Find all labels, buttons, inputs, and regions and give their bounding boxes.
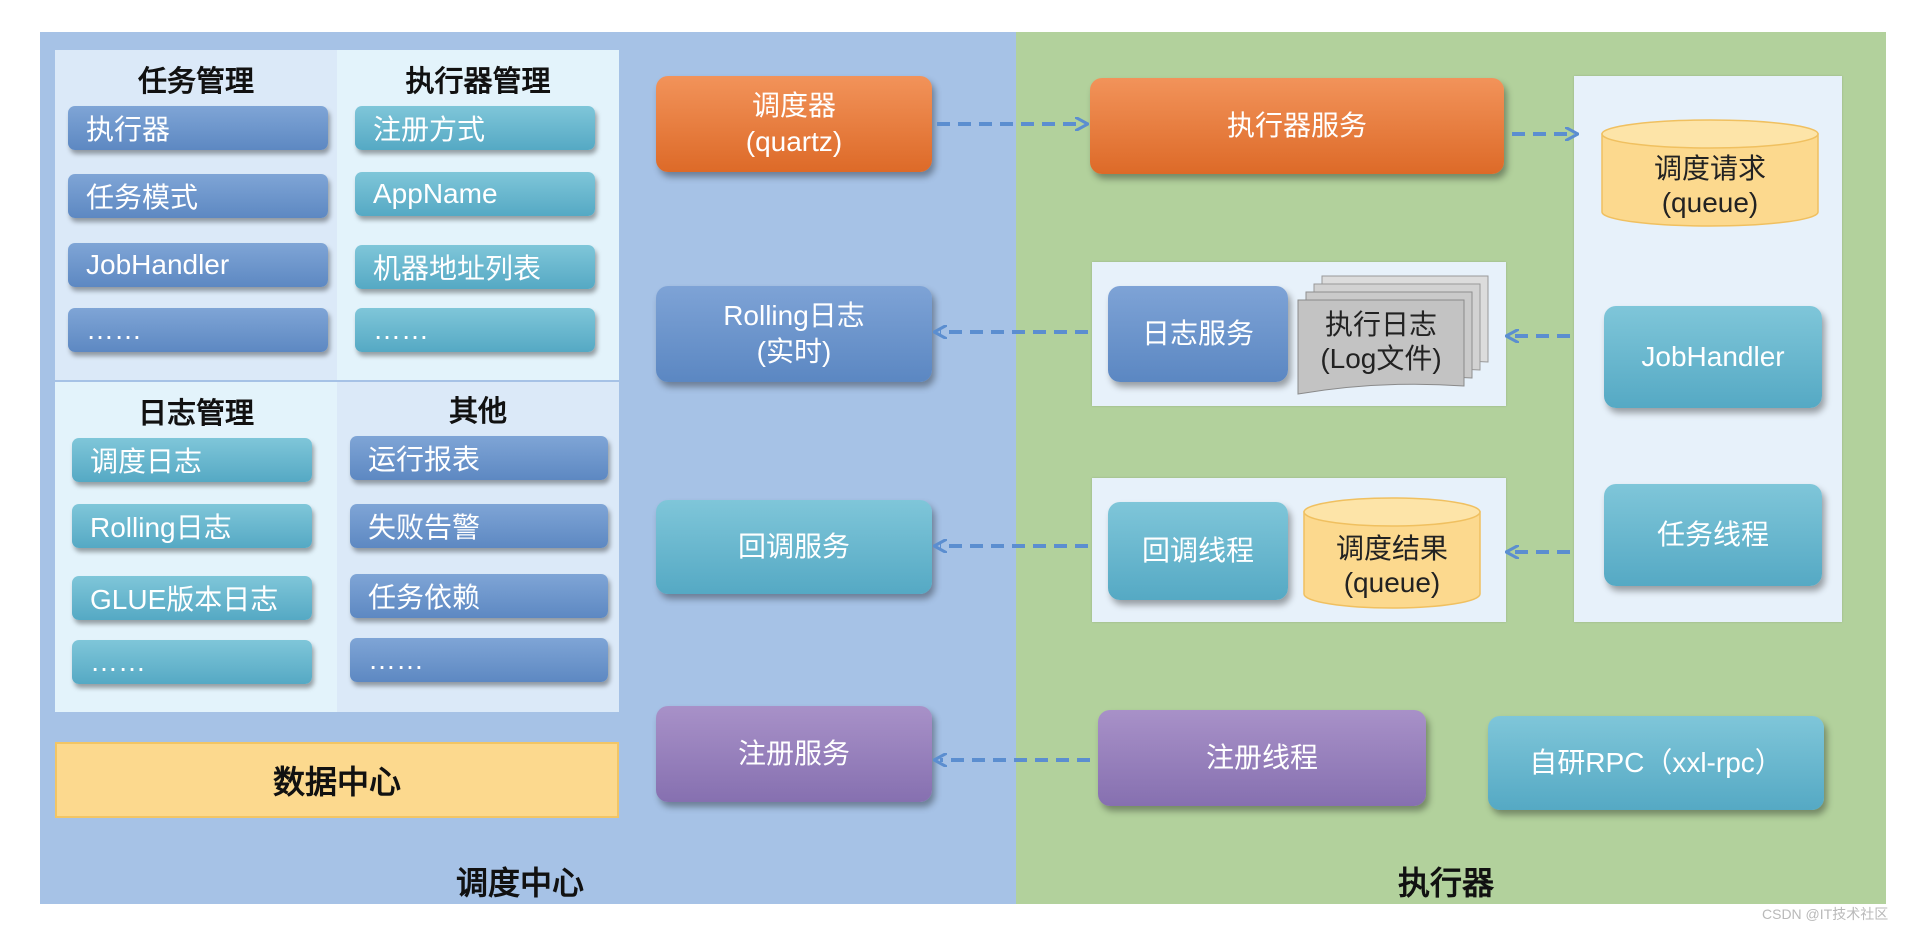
scheduler-label: 调度器 xyxy=(751,90,836,121)
log-mgmt-item[interactable]: 调度日志 xyxy=(72,438,312,482)
scheduling-center-label: 调度中心 xyxy=(456,865,585,901)
other-item[interactable]: …… xyxy=(350,638,608,682)
schedule-result-line2: (queue) xyxy=(1343,567,1441,598)
callback-thread-box[interactable]: 回调线程 xyxy=(1108,502,1288,600)
schedule-result-line1: 调度结果 xyxy=(1335,533,1448,564)
other-item[interactable]: 任务依赖 xyxy=(350,574,608,618)
exec-log-line2: (Log文件) xyxy=(1320,343,1442,374)
schedule-request-line1: 调度请求 xyxy=(1653,153,1766,184)
other-title: 其他 xyxy=(448,396,507,428)
rolling-log-sub-label: (实时) xyxy=(756,336,832,367)
data-center: 数据中心 xyxy=(55,742,619,818)
schedule-result-cylinder xyxy=(1303,497,1481,609)
watermark: CSDN @IT技术社区 xyxy=(1762,906,1889,922)
scheduler-sub-label: (quartz) xyxy=(745,126,843,157)
executor-mgmt-title: 执行器管理 xyxy=(405,66,551,98)
executor-mgmt-item[interactable]: …… xyxy=(355,308,595,352)
register-thread-box[interactable]: 注册线程 xyxy=(1098,710,1426,806)
task-mgmt-item[interactable]: 执行器 xyxy=(68,106,328,150)
task-mgmt-title: 任务管理 xyxy=(137,66,254,98)
executor-label: 执行器 xyxy=(1398,865,1495,901)
log-mgmt-item[interactable]: GLUE版本日志 xyxy=(72,576,312,620)
rpc-box[interactable]: 自研RPC（xxl-rpc） xyxy=(1488,716,1824,810)
other-item[interactable]: 失败告警 xyxy=(350,504,608,548)
register-service-box[interactable]: 注册服务 xyxy=(656,706,932,802)
schedule-request-line2: (queue) xyxy=(1661,187,1759,218)
job-handler-box[interactable]: JobHandler xyxy=(1604,306,1822,408)
schedule-request-cylinder xyxy=(1601,119,1819,227)
rolling-log-label: Rolling日志 xyxy=(723,300,865,331)
exec-log-line1: 执行日志 xyxy=(1324,309,1437,340)
log-service-box[interactable]: 日志服务 xyxy=(1108,286,1288,382)
schedule-result-label: 调度结果 (queue) xyxy=(1304,526,1480,606)
schedule-request-label: 调度请求 (queue) xyxy=(1602,146,1818,226)
rolling-log-box[interactable]: Rolling日志 (实时) xyxy=(656,286,932,382)
log-mgmt-title: 日志管理 xyxy=(137,398,254,430)
callback-service-box[interactable]: 回调服务 xyxy=(656,500,932,594)
exec-log-label: 执行日志 (Log文件) xyxy=(1298,302,1464,382)
task-mgmt-item[interactable]: JobHandler xyxy=(68,243,328,287)
task-mgmt-item[interactable]: 任务模式 xyxy=(68,174,328,218)
other-item[interactable]: 运行报表 xyxy=(350,436,608,480)
task-mgmt-item[interactable]: …… xyxy=(68,308,328,352)
executor-mgmt-item[interactable]: AppName xyxy=(355,172,595,216)
executor-service-box[interactable]: 执行器服务 xyxy=(1090,78,1504,174)
task-thread-box[interactable]: 任务线程 xyxy=(1604,484,1822,586)
exec-log-document-stack xyxy=(1297,275,1489,395)
log-mgmt-item[interactable]: Rolling日志 xyxy=(72,504,312,548)
log-mgmt-item[interactable]: …… xyxy=(72,640,312,684)
executor-mgmt-item[interactable]: 注册方式 xyxy=(355,106,595,150)
scheduler-box[interactable]: 调度器 (quartz) xyxy=(656,76,932,172)
executor-mgmt-item[interactable]: 机器地址列表 xyxy=(355,245,595,289)
